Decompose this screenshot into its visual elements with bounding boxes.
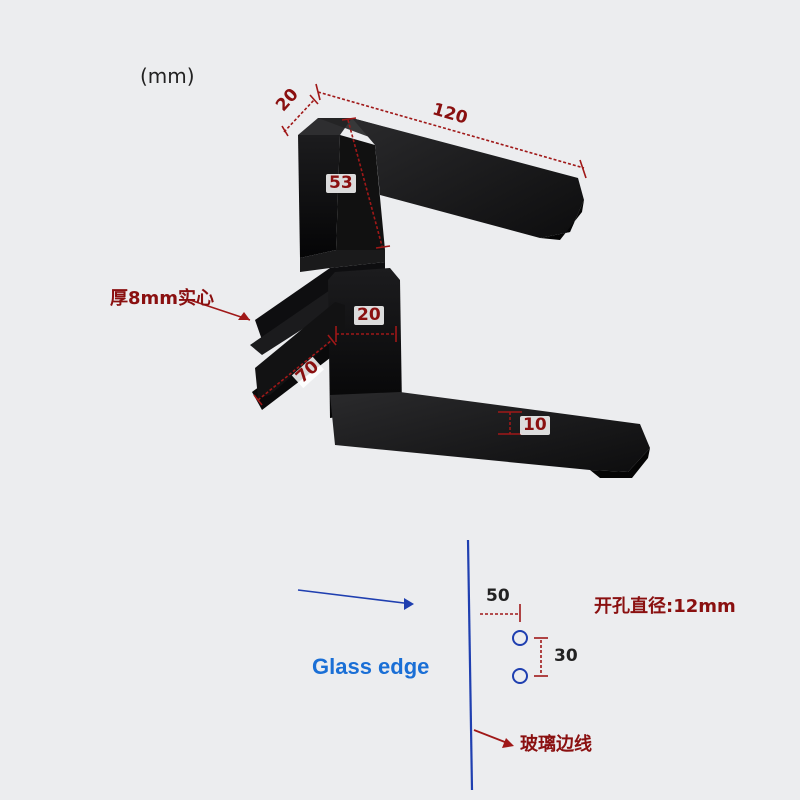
- dim-offset: 50: [486, 586, 510, 606]
- edge-line-pointer: [473, 729, 511, 745]
- lower-lever-handle: [255, 268, 650, 478]
- dim-top-height: 53: [326, 174, 356, 193]
- glass-edge-pointer: [297, 589, 413, 605]
- edge-line-label: 玻璃边线: [520, 734, 592, 755]
- glass-edge-label: Glass edge: [312, 654, 430, 679]
- dim-lever-thickness: 10: [520, 416, 550, 435]
- dim-line-top-length: [317, 91, 585, 169]
- dim-bottom-width: 20: [354, 306, 384, 325]
- thickness-pointer: [189, 299, 251, 321]
- dim-line-top-width: [283, 99, 315, 133]
- mount-hole-lower: [512, 668, 528, 684]
- mount-hole-upper: [512, 630, 528, 646]
- unit-label: (mm): [140, 64, 195, 88]
- dim-hole-spacing: 30: [554, 646, 578, 666]
- dim-line-top-height: [347, 119, 383, 247]
- glass-edge-line: [466, 539, 474, 791]
- upper-lever-handle: [298, 118, 584, 272]
- hole-diameter-note: 开孔直径:12mm: [594, 596, 736, 617]
- glass-mount-diagram: [297, 539, 548, 791]
- thickness-note: 厚8mm实心: [110, 288, 215, 309]
